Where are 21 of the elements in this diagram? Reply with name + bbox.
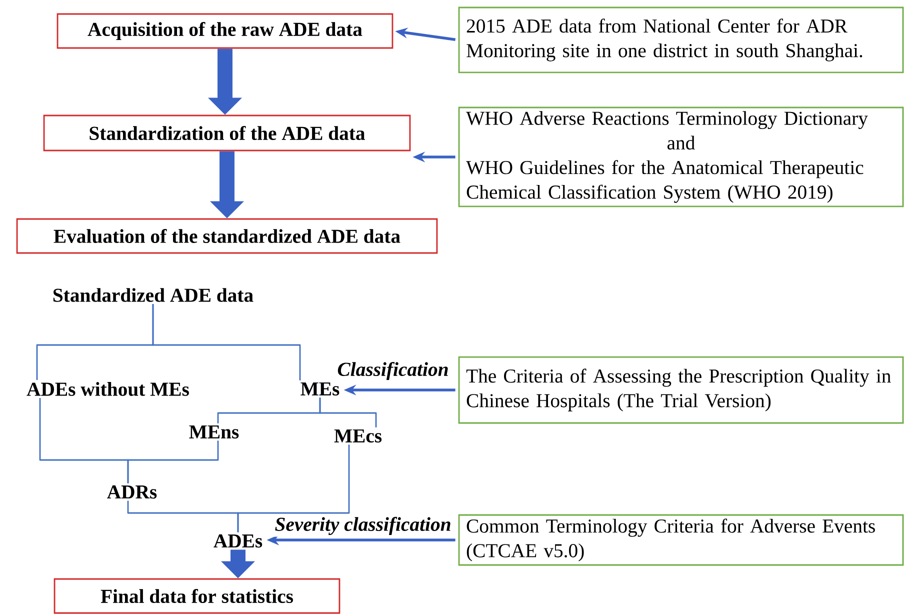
edge-label: Severity classification <box>272 515 454 537</box>
bracket-line <box>319 398 377 428</box>
category-label: Standardized ADE data <box>53 288 254 302</box>
process-box: Acquisition of the raw ADE data <box>56 13 394 49</box>
source-box: The Criteria of Assessing the Prescription Quality in Chinese Hospitals (The Trial Version) <box>458 356 904 424</box>
bracket-line <box>152 304 301 380</box>
source-box: Common Terminology Criteria for Adverse Events (CTCAE v5.0) <box>458 514 904 566</box>
source-box: WHO Adverse Reactions Terminology Dictionary and WHO Guidelines for the Anatomical Therapeutic Chemical Classification System (WHO 2019) <box>458 106 904 208</box>
category-label: MEcs <box>334 429 382 443</box>
category-label: ADRs <box>107 485 157 499</box>
category-label: MEs <box>300 382 340 396</box>
source-box: 2015 ADE data from National Center for ADR Monitoring site in one district in south Shanghai. <box>458 6 904 74</box>
category-label: ADEs without MEs <box>26 382 189 396</box>
category-label: ADEs <box>214 534 262 548</box>
category-label: MEns <box>189 425 239 439</box>
process-box: Final data for statistics <box>54 578 340 614</box>
process-box: Evaluation of the standardized ADE data <box>16 218 438 254</box>
bracket-line <box>127 440 219 484</box>
edge-label: Classification <box>335 360 451 382</box>
process-box: Standardization of the ADE data <box>43 114 411 152</box>
bracket-line <box>237 444 350 532</box>
